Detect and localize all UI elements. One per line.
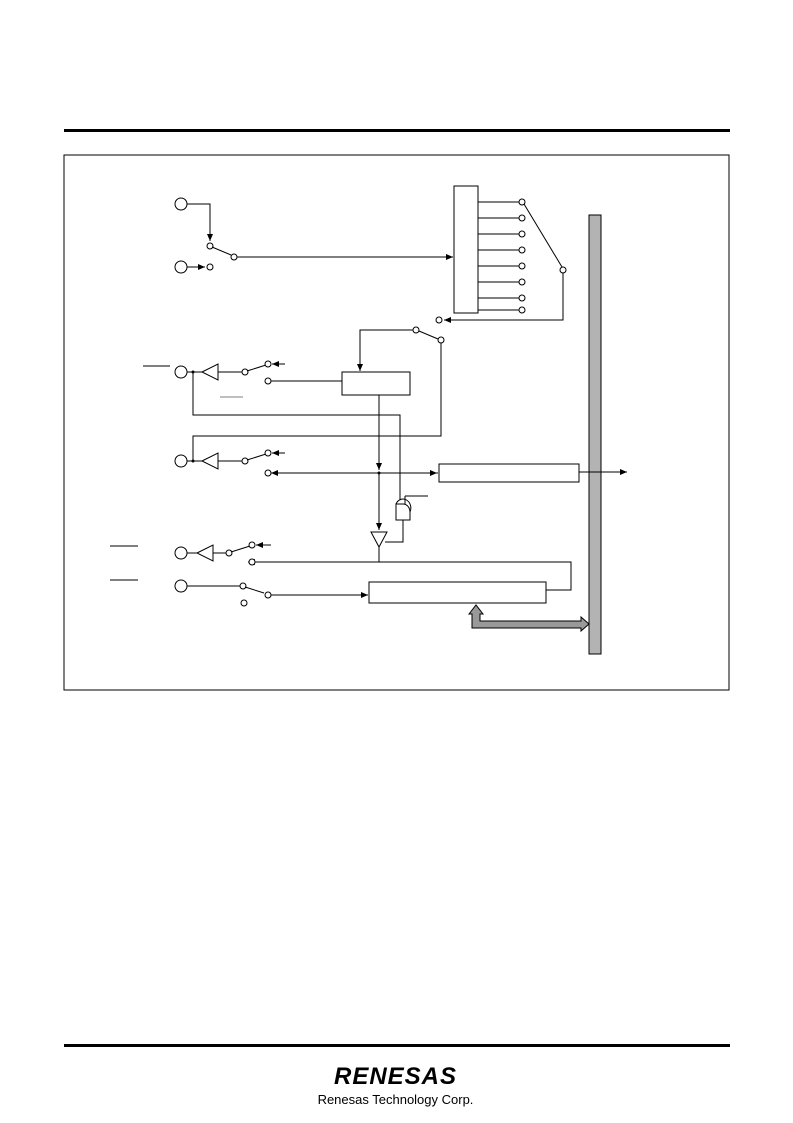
switch-contact [225,549,233,557]
diagram-frame [63,154,730,691]
switch-lever [418,330,439,340]
switch-lever [246,453,267,461]
input-buffer [200,363,219,381]
switch-contact [248,558,256,566]
switch-lever [246,364,267,372]
wire-pin4-loop [192,343,442,461]
switch-contact [240,599,248,607]
data-register-block [368,581,547,604]
footer-rule [64,1044,730,1047]
input-buffer [195,544,214,562]
pin-4 [174,454,188,468]
company-name: Renesas Technology Corp. [317,1092,474,1107]
switch-contact [248,541,256,549]
switch-common [264,591,272,599]
switch-contact [264,377,272,385]
footer-logo: RENESAS Renesas Technology Corp. [308,1064,483,1108]
wire-pin3-loop [192,372,401,503]
switch-lever [230,545,251,553]
logo-wordmark: RENESAS [333,1063,458,1090]
divider-select-common [559,266,567,274]
pin-2 [174,260,188,274]
pin-1 [174,197,188,211]
wire-to-lower-port [248,547,380,565]
switch-contact [239,582,247,590]
pin-3 [174,365,188,379]
pin-6 [174,579,188,593]
header-rule [64,129,730,132]
switch-contact [264,469,272,477]
switch-contact [264,449,272,457]
wire-feedback [379,561,572,591]
input-buffer [200,452,219,470]
switch-contact [206,263,214,271]
wire-divider-out [444,273,564,323]
switch-common [230,253,238,261]
divider-block [453,185,479,314]
tristate-buffer [370,531,388,549]
switch-common [412,326,420,334]
switch-contact [241,457,249,465]
switch-contact [435,316,443,324]
counter-block [341,371,411,396]
divider-select-lever [523,203,563,268]
switch-contact [264,360,272,368]
switch-contact [206,242,214,250]
wire-pin1-to-switch [187,203,213,241]
divider-taps [478,198,526,314]
pin-5 [174,546,188,560]
and-gate [395,498,412,521]
switch-lever [244,586,265,594]
internal-bus [588,214,602,655]
wire-switch-to-counter [357,329,413,371]
switch-contact [437,336,445,344]
bus-connection-arrow [467,604,590,633]
switch-contact [241,368,249,376]
switch-lever [211,246,232,256]
register-block [438,463,580,483]
